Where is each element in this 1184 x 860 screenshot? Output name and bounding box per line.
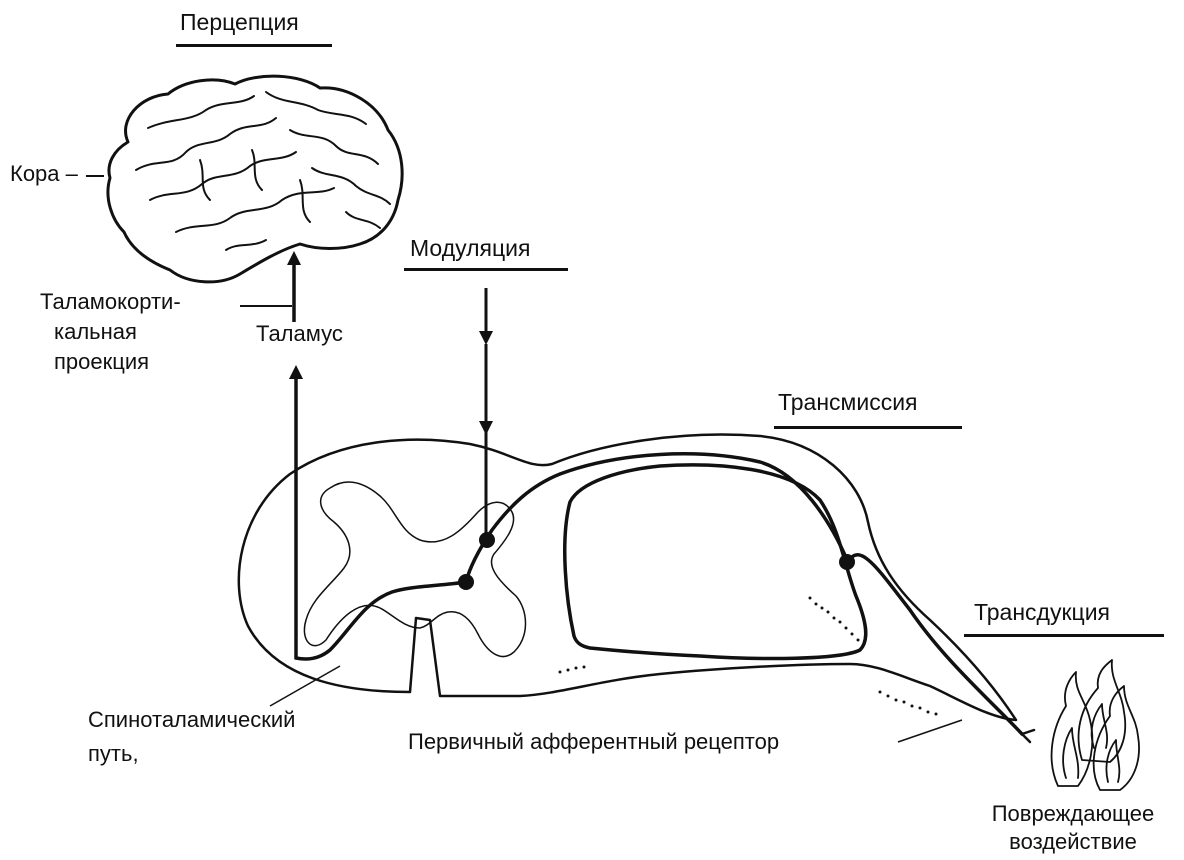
stippling [559, 597, 938, 716]
stage-perception-underline [176, 44, 332, 47]
flame-icon [1052, 660, 1139, 790]
brain-illustration [108, 76, 402, 282]
afferent-branch [1022, 730, 1034, 742]
stage-modulation: Модуляция [410, 234, 530, 262]
primary-afferent-fiber [466, 454, 1034, 742]
synapse-dot-modulation [479, 532, 495, 548]
stage-modulation-underline [404, 268, 568, 271]
spinothalamic-pathway [296, 372, 466, 659]
label-noxious-line2: воздействие [966, 828, 1180, 856]
synapse-dot-ganglion [839, 554, 855, 570]
stage-transmission: Трансмиссия [778, 388, 918, 416]
label-cortex: Кора – [10, 160, 78, 188]
label-thalamocortical-line1: Таламокорти- [40, 288, 181, 316]
synapse-dot-dorsal-horn [458, 574, 474, 590]
label-thalamocortical-line3: проекция [54, 348, 149, 376]
stage-perception: Перцепция [180, 8, 299, 36]
stage-transmission-underline [774, 426, 962, 429]
stage-transduction-underline [964, 634, 1164, 637]
stage-transduction: Трансдукция [974, 598, 1110, 626]
spinal-cord-outline [239, 435, 1016, 720]
dorsal-root-inner [565, 465, 866, 659]
label-spinothalamic-line1: Спиноталамический [88, 706, 295, 734]
brain-gyri [136, 92, 390, 250]
label-spinothalamic-line2: путь, [88, 740, 139, 768]
label-thalamus: Таламус [256, 320, 343, 348]
label-thalamocortical-line2: кальная [54, 318, 137, 346]
spinal-cord [239, 435, 1016, 720]
primary-afferent-pointer [898, 720, 962, 742]
label-primary-afferent: Первичный афферентный рецептор [408, 728, 779, 756]
label-noxious-line1: Повреждающее [966, 800, 1180, 828]
spinothalamic-pointer [270, 666, 340, 706]
